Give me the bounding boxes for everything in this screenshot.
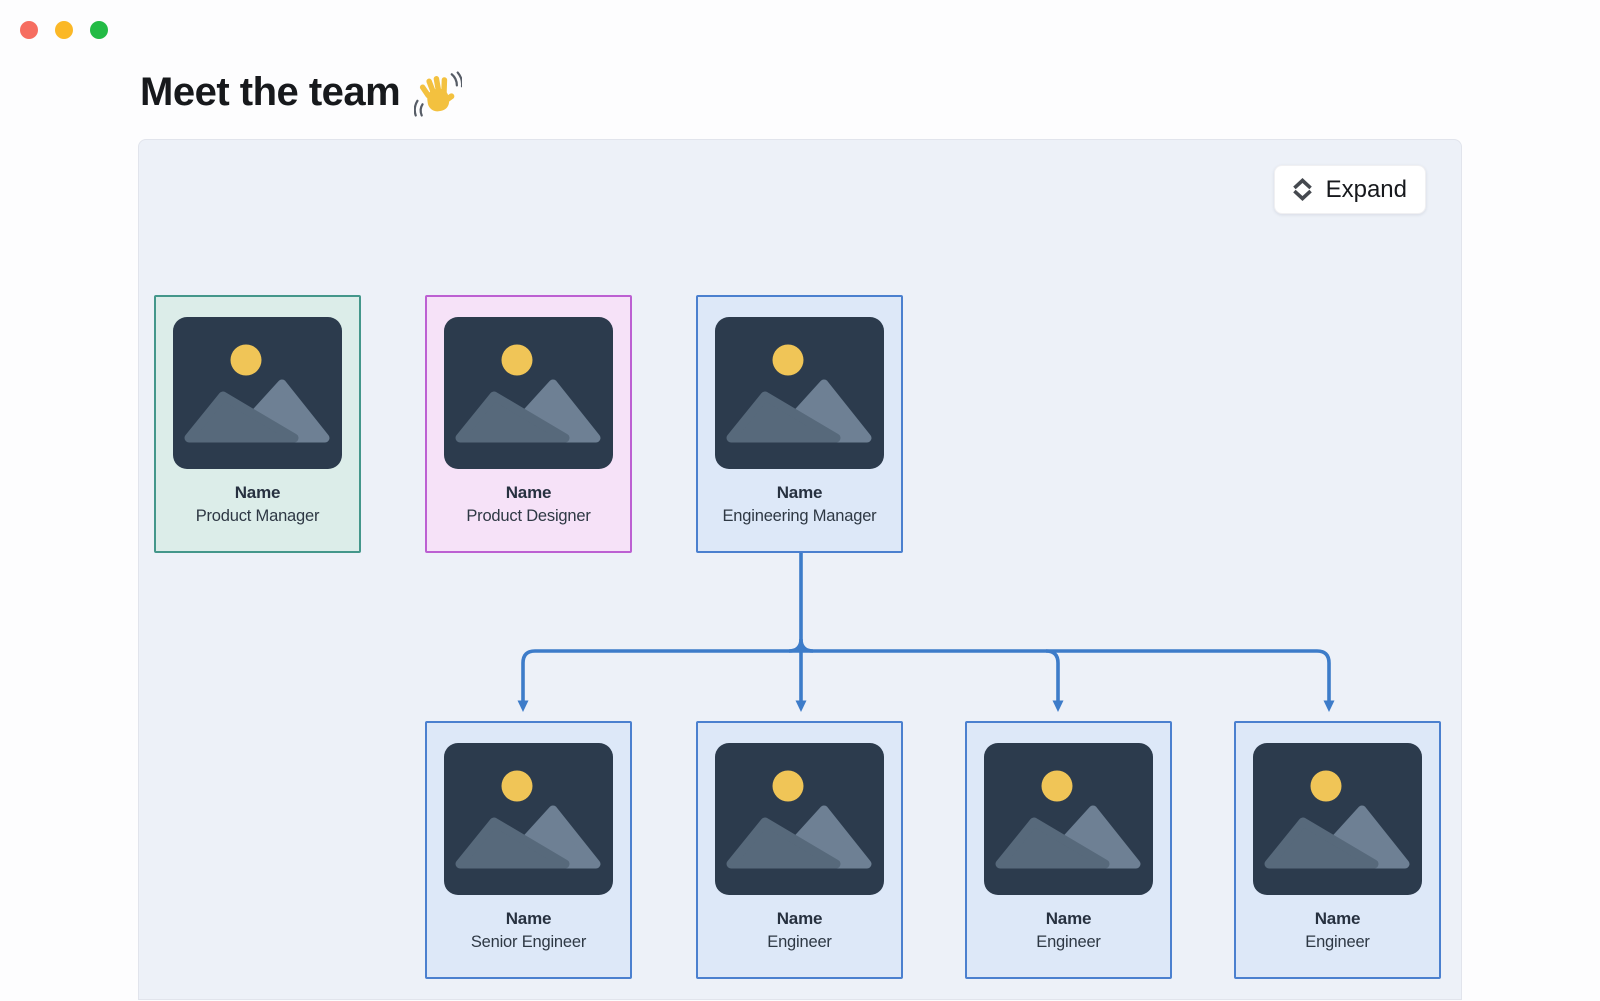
photo-placeholder (444, 743, 613, 895)
photo-placeholder (715, 317, 884, 469)
member-name: Name (776, 483, 823, 502)
member-role: Senior Engineer (470, 933, 587, 951)
window-controls (20, 21, 108, 39)
image-placeholder-icon (173, 317, 342, 469)
expand-button[interactable]: Expand (1273, 165, 1426, 214)
photo-placeholder (1253, 743, 1422, 895)
member-role: Product Designer (466, 507, 591, 525)
image-placeholder-icon (984, 743, 1153, 895)
expand-collapse-icon (1292, 178, 1312, 201)
minimize-button[interactable] (55, 21, 73, 39)
org-card-engineering-manager[interactable]: Name Engineering Manager (696, 295, 903, 553)
org-card-senior-engineer[interactable]: Name Senior Engineer (425, 721, 632, 979)
expand-button-label: Expand (1325, 175, 1407, 203)
photo-placeholder (984, 743, 1153, 895)
close-button[interactable] (20, 21, 38, 39)
zoom-button[interactable] (90, 21, 108, 39)
member-role: Engineering Manager (722, 507, 877, 525)
org-card-product-designer[interactable]: Name Product Designer (425, 295, 632, 553)
photo-placeholder (715, 743, 884, 895)
member-name: Name (1045, 909, 1092, 928)
photo-placeholder (444, 317, 613, 469)
member-name: Name (505, 909, 552, 928)
org-card-product-manager[interactable]: Name Product Manager (154, 295, 361, 553)
image-placeholder-icon (1253, 743, 1422, 895)
member-role: Engineer (1036, 933, 1101, 951)
image-placeholder-icon (715, 317, 884, 469)
page-title-text: Meet the team (140, 69, 401, 114)
member-role: Engineer (767, 933, 832, 951)
page-title: Meet the team (140, 66, 463, 118)
org-card-engineer-3[interactable]: Name Engineer (1234, 721, 1441, 979)
image-placeholder-icon (715, 743, 884, 895)
member-role: Product Manager (195, 507, 320, 525)
member-role: Engineer (1305, 933, 1370, 951)
member-name: Name (234, 483, 281, 502)
org-card-engineer-2[interactable]: Name Engineer (965, 721, 1172, 979)
org-card-engineer-1[interactable]: Name Engineer (696, 721, 903, 979)
image-placeholder-icon (444, 743, 613, 895)
org-chart-canvas: Expand Name Product Manager (138, 139, 1462, 1000)
photo-placeholder (173, 317, 342, 469)
member-name: Name (776, 909, 823, 928)
member-name: Name (1314, 909, 1361, 928)
member-name: Name (505, 483, 552, 502)
image-placeholder-icon (444, 317, 613, 469)
waving-hand-icon (414, 71, 463, 117)
